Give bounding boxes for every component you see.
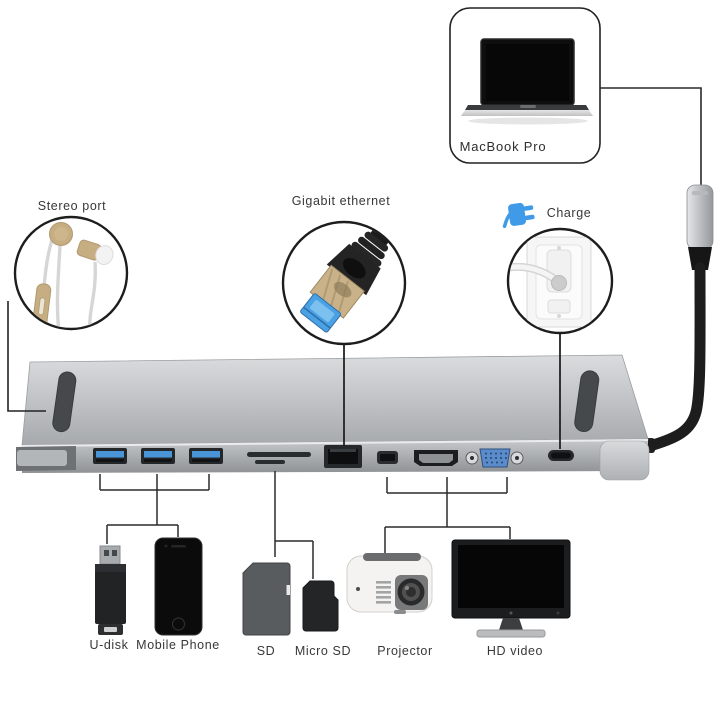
mini-displayport <box>377 451 398 464</box>
usbc-cable <box>647 262 706 451</box>
usb-a-port-1 <box>93 448 127 464</box>
macbook-cable-line <box>600 87 702 186</box>
hd-video-label: HD video <box>486 644 544 658</box>
monitor-icon <box>451 539 571 638</box>
mobile-phone-label: Mobile Phone <box>136 638 220 652</box>
hub-top-face <box>21 354 649 446</box>
vga-port <box>465 448 524 468</box>
usbc-port <box>548 450 574 461</box>
smartphone-icon <box>154 537 203 636</box>
projector-label: Projector <box>377 644 433 658</box>
power-outlet-icon <box>509 236 592 328</box>
sd-card-icon <box>242 562 291 636</box>
u-disk-label: U-disk <box>89 638 129 652</box>
stereo-callout-line <box>7 301 46 412</box>
stereo-port-label: Stereo port <box>37 199 107 213</box>
sd-card-slot <box>247 452 311 457</box>
usb-c-hub-illustration <box>16 354 650 481</box>
usb-flash-drive-icon <box>95 545 126 635</box>
rubber-foot-icon <box>52 371 77 433</box>
charge-label: Charge <box>546 206 592 220</box>
usbc-connector-icon <box>686 184 714 270</box>
charge-plug-icon <box>502 202 535 229</box>
ethernet-cable-icon <box>300 223 404 333</box>
rubber-foot-icon <box>574 370 600 432</box>
gigabit-ethernet-label: Gigabit ethernet <box>291 194 391 208</box>
macbook-icon <box>461 38 593 125</box>
hub-right-end <box>599 440 650 481</box>
usb-a-port-3 <box>189 448 223 464</box>
hdmi-port <box>414 450 458 466</box>
ethernet-port <box>324 445 362 468</box>
usb-a-port-2 <box>141 448 175 464</box>
macbook-pro-label: MacBook Pro <box>459 139 547 154</box>
sd-label: SD <box>256 644 276 658</box>
micro-sd-slot <box>255 460 285 464</box>
projector-icon <box>346 553 433 614</box>
device-connector-lines <box>99 471 511 579</box>
micro-sd-card-icon <box>302 580 339 632</box>
micro-sd-label: Micro SD <box>294 644 352 658</box>
